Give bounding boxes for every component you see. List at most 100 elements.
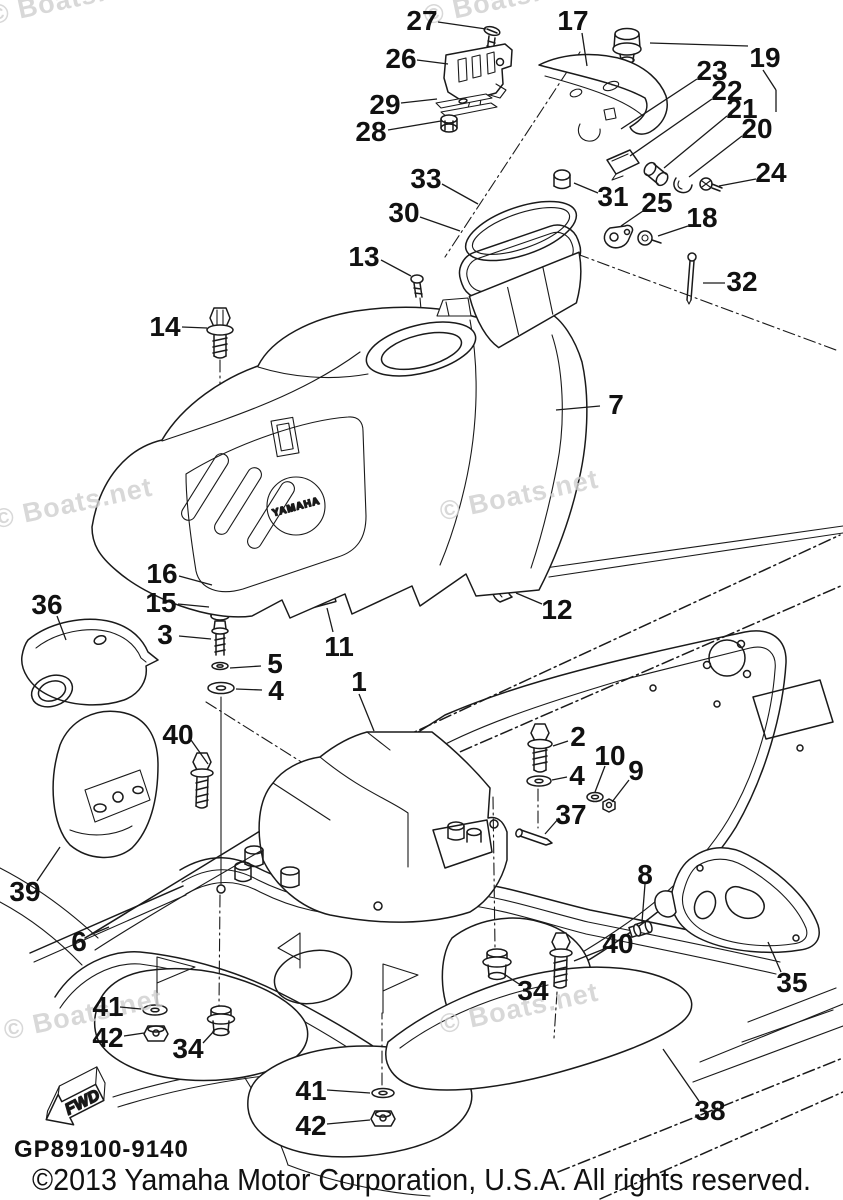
pin-32: [686, 252, 697, 305]
callout-40-left: 40: [162, 719, 193, 750]
washer-4-right: [526, 775, 552, 787]
callout-leader-12: [515, 592, 543, 605]
callout-leader-8: [641, 883, 646, 923]
callout-leader-42-left: [123, 1032, 145, 1037]
callout-2: 2: [570, 721, 586, 752]
callout-38: 38: [694, 1095, 725, 1126]
gauge-cover-17: [538, 53, 668, 142]
callout-leader-38: [662, 1048, 700, 1102]
callout-1: 1: [351, 666, 367, 697]
callout-15: 15: [145, 587, 176, 618]
mirror-housing-36: [21, 618, 159, 708]
bolt-3: [211, 620, 229, 656]
callout-leader-18: [657, 225, 689, 237]
callout-42-left: 42: [92, 1022, 123, 1053]
cap-31: [553, 169, 571, 190]
callout-leader-27: [437, 21, 487, 30]
callout-29: 29: [369, 89, 400, 120]
callout-7: 7: [608, 389, 624, 420]
callout-42-bottom: 42: [295, 1110, 326, 1141]
callout-12: 12: [541, 594, 572, 625]
bolt-8: [628, 919, 653, 938]
callout-leader-20: [688, 135, 743, 178]
callout-40-right: 40: [602, 928, 633, 959]
callout-leader-3: [178, 635, 212, 640]
callout-leader-13: [380, 259, 412, 277]
callout-leader-7: [555, 405, 601, 411]
engine-base: [216, 731, 508, 923]
washer-10: [586, 791, 604, 803]
callout-8: 8: [637, 859, 653, 890]
callout-leader-23: [620, 78, 698, 130]
watermark-0: © Boats.net: [0, 0, 150, 31]
callout-6: 6: [71, 926, 87, 957]
callout-17: 17: [557, 5, 588, 36]
callout-25: 25: [641, 187, 672, 218]
callout-36: 36: [31, 589, 62, 620]
bolt-40-right: [549, 932, 573, 989]
callout-30: 30: [388, 197, 419, 228]
nut-42-left: [143, 1025, 169, 1042]
callout-leader-10: [594, 765, 606, 793]
callout-leader-22: [629, 98, 713, 157]
bolt-2: [527, 723, 553, 773]
callout-22: 22: [711, 75, 742, 106]
callout-leader-24: [718, 178, 757, 187]
callout-leader-28: [387, 120, 442, 131]
callout-leader-21: [663, 115, 728, 169]
callout-41-bottom: 41: [295, 1075, 326, 1106]
callout-leader-19: [762, 69, 777, 91]
callout-leader-25: [620, 210, 644, 227]
engine-hatch-cover: YAMAHA: [91, 297, 588, 619]
copyright-line: ©2013 Yamaha Motor Corporation, U.S.A. A…: [32, 1162, 811, 1197]
callout-32: 32: [726, 266, 757, 297]
callout-13: 13: [348, 241, 379, 272]
screw-18: [637, 230, 662, 246]
callout-4-left: 4: [268, 675, 284, 706]
washer-41-bottom: [371, 1087, 395, 1099]
callout-11: 11: [324, 631, 354, 662]
callout-37: 37: [555, 799, 586, 830]
nut-42-bottom: [370, 1110, 396, 1127]
callout-26: 26: [385, 43, 416, 74]
side-panel-35: [654, 847, 820, 954]
callout-10: 10: [594, 740, 625, 771]
callout-leader-30: [419, 216, 461, 232]
callout-leader-34-right: [503, 973, 520, 985]
callout-34-right: 34: [517, 975, 549, 1006]
nut-28: [440, 114, 458, 133]
callout-35: 35: [776, 967, 807, 998]
washer-41-left: [142, 1004, 168, 1016]
grommet-34-left: [206, 1005, 236, 1037]
callout-leader-36: [56, 615, 67, 641]
callout-leader-4-right: [551, 776, 568, 781]
pin-21: [643, 161, 669, 187]
callout-leader-31: [573, 182, 599, 194]
plates-29: [435, 93, 498, 118]
callout-27: 27: [406, 5, 437, 36]
callout-leader-33: [441, 183, 479, 205]
callout-leader-9: [611, 779, 630, 803]
fwd-arrow: FWD: [45, 1066, 106, 1126]
callout-leader-17: [581, 32, 588, 67]
callout-34-left: 34: [172, 1033, 204, 1064]
callout-41-left: 41: [92, 991, 123, 1022]
callout-39: 39: [9, 876, 40, 907]
callout-23: 23: [696, 55, 727, 86]
callout-leader-19: [649, 42, 749, 47]
callout-leader-34-left: [202, 1030, 215, 1044]
callout-leader-41-left: [119, 1006, 142, 1010]
callout-28: 28: [355, 116, 386, 147]
cover-panel-38: [385, 966, 693, 1091]
bolt-14: [206, 307, 234, 359]
callout-leader-40-left: [190, 739, 209, 765]
callout-24: 24: [755, 157, 787, 188]
callout-leader-5: [229, 665, 262, 669]
callout-leader-15: [177, 603, 210, 608]
callout-leader-40-right: [573, 948, 605, 962]
callout-31: 31: [597, 181, 628, 212]
callout-21: 21: [726, 93, 757, 124]
callout-leader-37: [544, 817, 560, 835]
